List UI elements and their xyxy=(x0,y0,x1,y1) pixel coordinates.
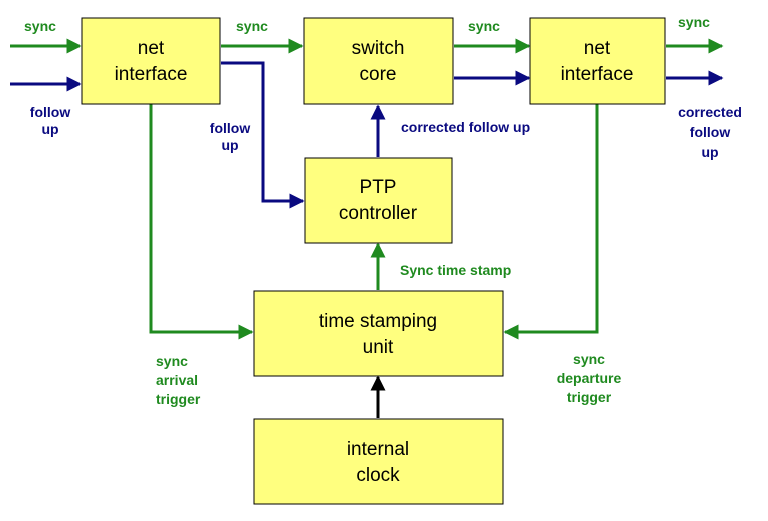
ptp-controller-box: PTP controller xyxy=(304,157,453,244)
corrected-follow-up-out-label-line2: follow xyxy=(690,124,731,140)
switch-core-line2: core xyxy=(360,64,397,85)
corrected-follow-up-core-label: corrected follow up xyxy=(401,119,530,135)
sync-arrival-trigger-label-line3: trigger xyxy=(156,391,201,407)
net-interface-out-line1: net xyxy=(584,38,611,59)
corrected-follow-up-out-label-line3: up xyxy=(701,144,718,160)
sync-departure-trigger-label-line1: sync xyxy=(573,351,605,367)
ptp-controller-line2: controller xyxy=(339,203,418,224)
time-stamping-unit-box: time stamping unit xyxy=(253,290,504,377)
net-interface-in-box: net interface xyxy=(81,17,221,105)
net-interface-in-line1: net xyxy=(138,38,165,59)
switch-core-line1: switch xyxy=(352,38,405,59)
sync-arrival-trigger-arrow xyxy=(149,104,254,340)
time-stamping-unit-line1: time stamping xyxy=(319,311,437,332)
sync-in-label: sync xyxy=(24,18,56,34)
internal-clock-line1: internal xyxy=(347,439,409,460)
net-interface-out-box: net interface xyxy=(529,17,666,105)
follow-up-to-ptp-arrow xyxy=(221,61,305,209)
sync-to-core-label: sync xyxy=(236,18,268,34)
corrected-follow-up-out-label-line1: corrected xyxy=(678,104,742,120)
internal-clock-line2: clock xyxy=(356,465,400,486)
internal-clock-box: internal clock xyxy=(253,418,504,505)
follow-up-to-ptp-label-line2: up xyxy=(221,137,238,153)
sync-departure-trigger-label-line3: trigger xyxy=(567,389,612,405)
ptp-controller-line1: PTP xyxy=(360,177,397,198)
sync-departure-trigger-arrow xyxy=(503,104,599,340)
sync-arrival-trigger-label-line2: arrival xyxy=(156,372,198,388)
time-stamping-unit-line2: unit xyxy=(363,337,394,358)
follow-up-to-ptp-label-line1: follow xyxy=(210,120,251,136)
net-interface-out-line2: interface xyxy=(561,64,634,85)
sync-departure-trigger-label-line2: departure xyxy=(557,370,622,386)
net-interface-in-line2: interface xyxy=(115,64,188,85)
sync-arrival-trigger-label-line1: sync xyxy=(156,353,188,369)
sync-out-label: sync xyxy=(678,14,710,30)
follow-up-in-label-line2: up xyxy=(41,121,58,137)
sync-core-to-net-label: sync xyxy=(468,18,500,34)
sync-time-stamp-label: Sync time stamp xyxy=(400,262,511,278)
follow-up-in-label-line1: follow xyxy=(30,104,71,120)
switch-core-box: switch core xyxy=(303,17,454,105)
